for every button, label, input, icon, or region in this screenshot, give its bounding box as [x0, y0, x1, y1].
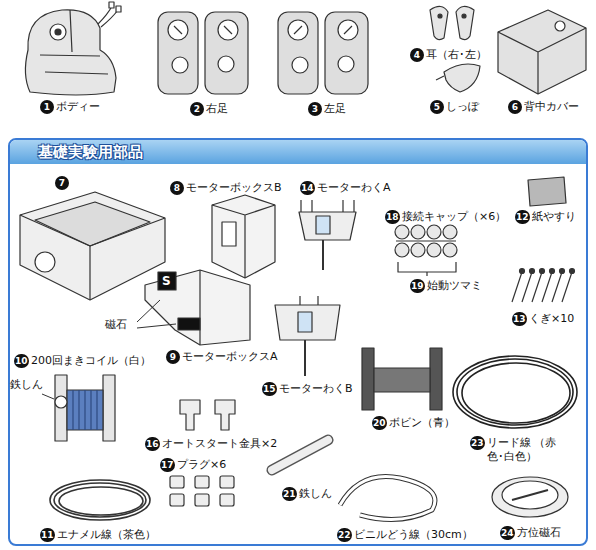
part-name: 磁石 — [105, 318, 127, 332]
callout-number: 8 — [170, 181, 184, 195]
part-name: エナメル線（茶色） — [57, 528, 156, 542]
part-name: くぎ×10 — [529, 312, 574, 326]
part-name: 方位磁石 — [517, 526, 561, 540]
callout-number: 12 — [515, 210, 530, 224]
part-name: モーターボックスB — [186, 181, 282, 195]
callout-number: 4 — [410, 48, 424, 62]
callout-number: 24 — [500, 526, 515, 540]
part-name: 背中カバー — [524, 100, 579, 114]
part-name: ボディー — [56, 100, 100, 114]
part-name: ボビン（青） — [389, 416, 455, 430]
part-name: モーターわくB — [279, 382, 353, 396]
callout-number: 15 — [262, 382, 277, 396]
callout-number: 20 — [372, 416, 387, 430]
callout-number: 9 — [166, 350, 180, 364]
callout-number: 17 — [160, 458, 175, 472]
part-name: リード線 （赤色･白色） — [487, 436, 559, 464]
part-name: プラグ×6 — [177, 458, 226, 472]
part-name: 耳（右･左） — [426, 48, 487, 62]
part-name: オートスタート金具×2 — [162, 437, 277, 451]
callout-number: 18 — [385, 210, 400, 224]
part-name: 右足 — [206, 102, 228, 116]
callout-number: 19 — [410, 279, 425, 293]
part-name: モーターわくA — [317, 181, 391, 195]
callout-number: 1 — [40, 100, 54, 114]
part-name: 始動ツマミ — [427, 279, 482, 293]
callout-number: 14 — [300, 181, 315, 195]
part-name: モーターボックスA — [182, 350, 278, 364]
part-name: しっぽ — [446, 100, 479, 114]
callout-number: 21 — [282, 487, 297, 501]
callout-number: 7 — [55, 176, 69, 190]
part-name: 左足 — [324, 102, 346, 116]
part-name: 鉄しん — [10, 378, 43, 392]
parts-panel: 基礎実験用部品 — [8, 138, 588, 546]
callout-number: 22 — [337, 528, 352, 542]
callout-number: 11 — [40, 528, 55, 542]
part-name: 紙やすり — [532, 210, 576, 224]
magnet-pole-label: S — [162, 274, 171, 288]
panel-heading: 基礎実験用部品 — [10, 140, 586, 164]
callout-number: 3 — [308, 102, 322, 116]
part-name: 接続キャップ（×6） — [402, 210, 506, 224]
callout-number: 10 — [14, 354, 29, 368]
callout-number: 6 — [508, 100, 522, 114]
callout-number: 23 — [470, 436, 485, 450]
part-name: 鉄しん — [299, 487, 332, 501]
callout-number: 2 — [190, 102, 204, 116]
part-name: 200回まきコイル（白） — [31, 354, 151, 368]
callout-number: 16 — [145, 437, 160, 451]
part-name: ビニルどう線（30cm） — [354, 528, 473, 542]
callout-number: 13 — [512, 312, 527, 326]
callout-number: 5 — [430, 100, 444, 114]
